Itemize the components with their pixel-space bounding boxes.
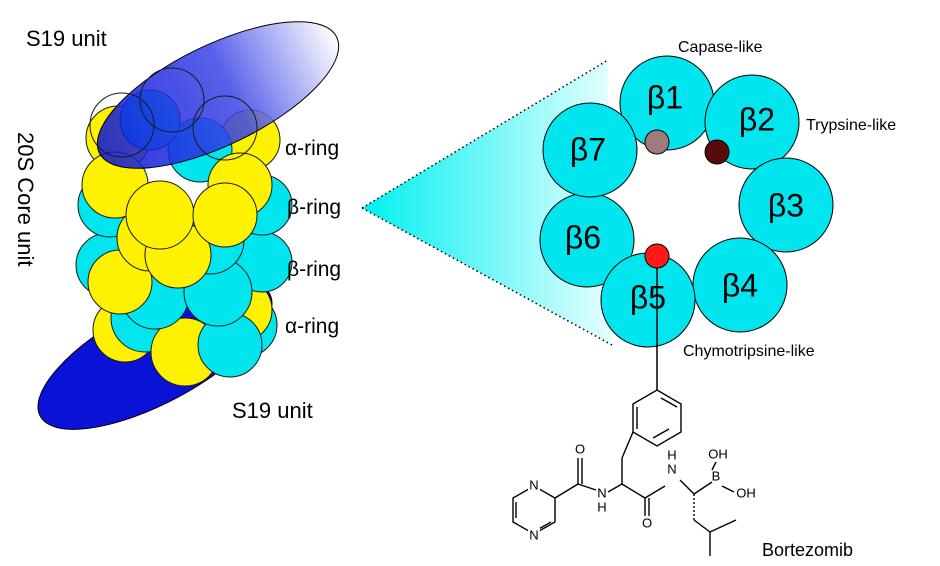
beta-ring [539,55,834,348]
atom-nh-right-h: H [667,447,676,462]
label-s19-top: S19 unit [26,26,107,51]
zoom-line-top [361,59,609,209]
atom-nh-left-h: H [597,499,606,514]
atom-pyrazine-n-bottom: N [529,527,538,542]
label-b2: β2 [739,101,775,137]
label-s19-bottom: S19 unit [232,398,313,423]
active-site-trypsin [704,139,730,165]
s19-top-ellipse [96,21,340,169]
label-b7: β7 [570,131,606,167]
active-site-caspase [644,129,670,155]
atom-oh-right: OH [736,485,756,500]
atom-b: B [712,468,721,483]
active-site-chymotrypsin [644,243,670,269]
label-b4: β4 [722,267,758,303]
label-b3: β3 [768,187,804,223]
label-chymotrypsin-like: Chymotripsine-like [683,343,815,360]
bortezomib-atoms: OH B OH N H N H O O N N [528,441,756,542]
bortezomib-structure [512,389,737,556]
atom-pyrazine-n-top: N [529,477,538,492]
subunit-b3 [738,157,834,253]
s19-top-inner-circles [89,67,258,161]
label-alpha-ring-top: α-ring [285,137,339,160]
label-core-unit: 20S Core unit [13,132,38,267]
label-beta-ring-top: β-ring [287,196,341,219]
atom-nh-right-n: N [667,461,676,476]
atom-nh-left-n: N [597,485,606,500]
atom-o-bottom: O [642,515,652,530]
label-caspase-like: Capase-like [678,39,763,56]
label-trypsin-like: Trypsine-like [806,117,896,134]
label-bortezomib: Bortezomib [762,540,853,560]
atom-o-top: O [575,441,585,456]
subunit-b7 [542,102,638,198]
label-beta-ring-bottom: β-ring [287,258,341,281]
label-b6: β6 [565,219,601,255]
label-b1: β1 [647,79,683,115]
atom-oh-top: OH [708,446,728,461]
label-alpha-ring-bottom: α-ring [285,315,339,338]
subunit-b2 [704,74,800,170]
label-b5: β5 [630,279,666,315]
